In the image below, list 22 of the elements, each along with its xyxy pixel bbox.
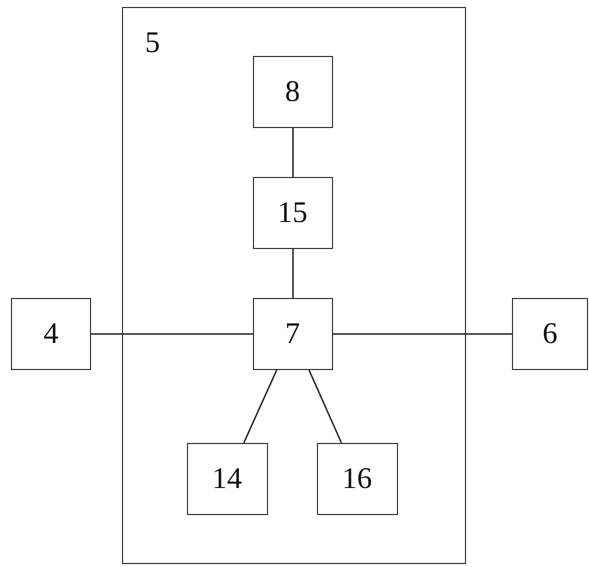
block-box bbox=[11, 298, 91, 370]
connector-line bbox=[308, 370, 342, 444]
block-box bbox=[252, 298, 332, 370]
reference-numeral: 16 bbox=[342, 462, 372, 496]
block-box bbox=[512, 298, 588, 370]
reference-numeral: 7 bbox=[285, 316, 300, 350]
connector-line bbox=[292, 128, 294, 177]
block-box bbox=[252, 176, 332, 248]
block-box bbox=[252, 56, 332, 128]
connector-line bbox=[292, 249, 294, 298]
reference-numeral: 15 bbox=[278, 196, 308, 230]
connector-line bbox=[91, 333, 253, 335]
connector-line bbox=[333, 333, 512, 335]
reference-numeral: 6 bbox=[542, 317, 558, 351]
block-box bbox=[186, 442, 268, 514]
reference-numeral: 8 bbox=[285, 74, 300, 108]
reference-numeral: 5 bbox=[145, 26, 160, 60]
connector-line bbox=[243, 370, 278, 444]
block-box bbox=[316, 442, 398, 514]
reference-numeral: 4 bbox=[44, 317, 58, 351]
container-box bbox=[122, 7, 466, 564]
reference-numeral: 14 bbox=[212, 462, 242, 496]
